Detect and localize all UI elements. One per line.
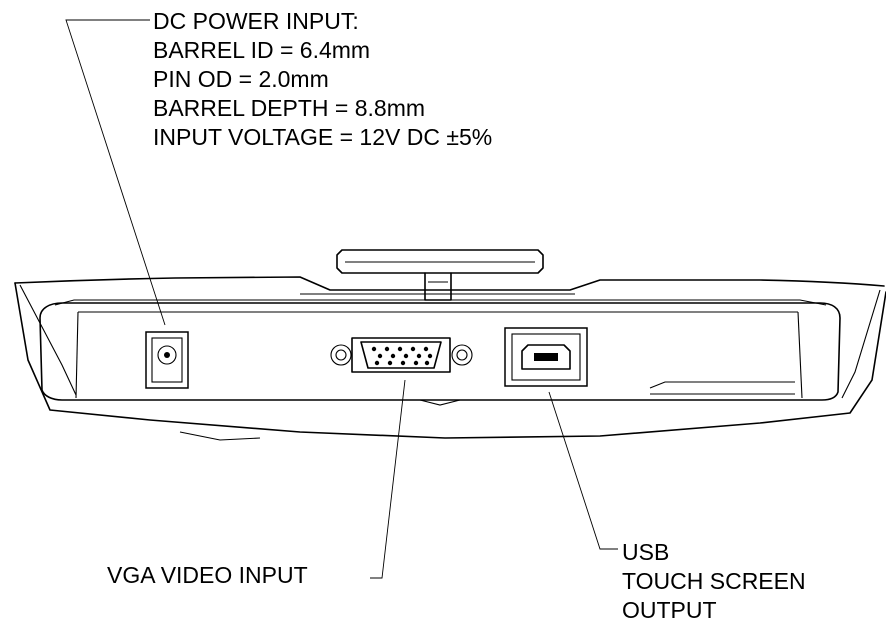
usb-label-line-3: OUTPUT	[622, 597, 717, 623]
dc-power-input-label: DC POWER INPUT: BARREL ID = 6.4mm PIN OD…	[153, 7, 492, 152]
usb-touch-screen-output-label: USB TOUCH SCREEN OUTPUT	[622, 538, 806, 625]
usb-label-line-2: TOUCH SCREEN	[622, 568, 806, 594]
barrel-depth-spec: BARREL DEPTH = 8.8mm	[153, 95, 426, 121]
vga-connector	[330, 337, 473, 373]
stand-hinge	[336, 249, 544, 301]
dc-power-title: DC POWER INPUT:	[153, 8, 359, 34]
dc-power-jack	[145, 331, 189, 389]
usb-b-port	[504, 327, 588, 387]
monitor-housing	[14, 276, 886, 441]
leader-lines	[65, 19, 618, 579]
barrel-id-spec: BARREL ID = 6.4mm	[153, 37, 371, 63]
pin-od-spec: PIN OD = 2.0mm	[153, 66, 329, 92]
vga-video-input-label: VGA VIDEO INPUT	[107, 562, 308, 588]
usb-label-line-1: USB	[622, 539, 670, 565]
input-voltage-spec: INPUT VOLTAGE = 12V DC ±5%	[153, 124, 493, 150]
